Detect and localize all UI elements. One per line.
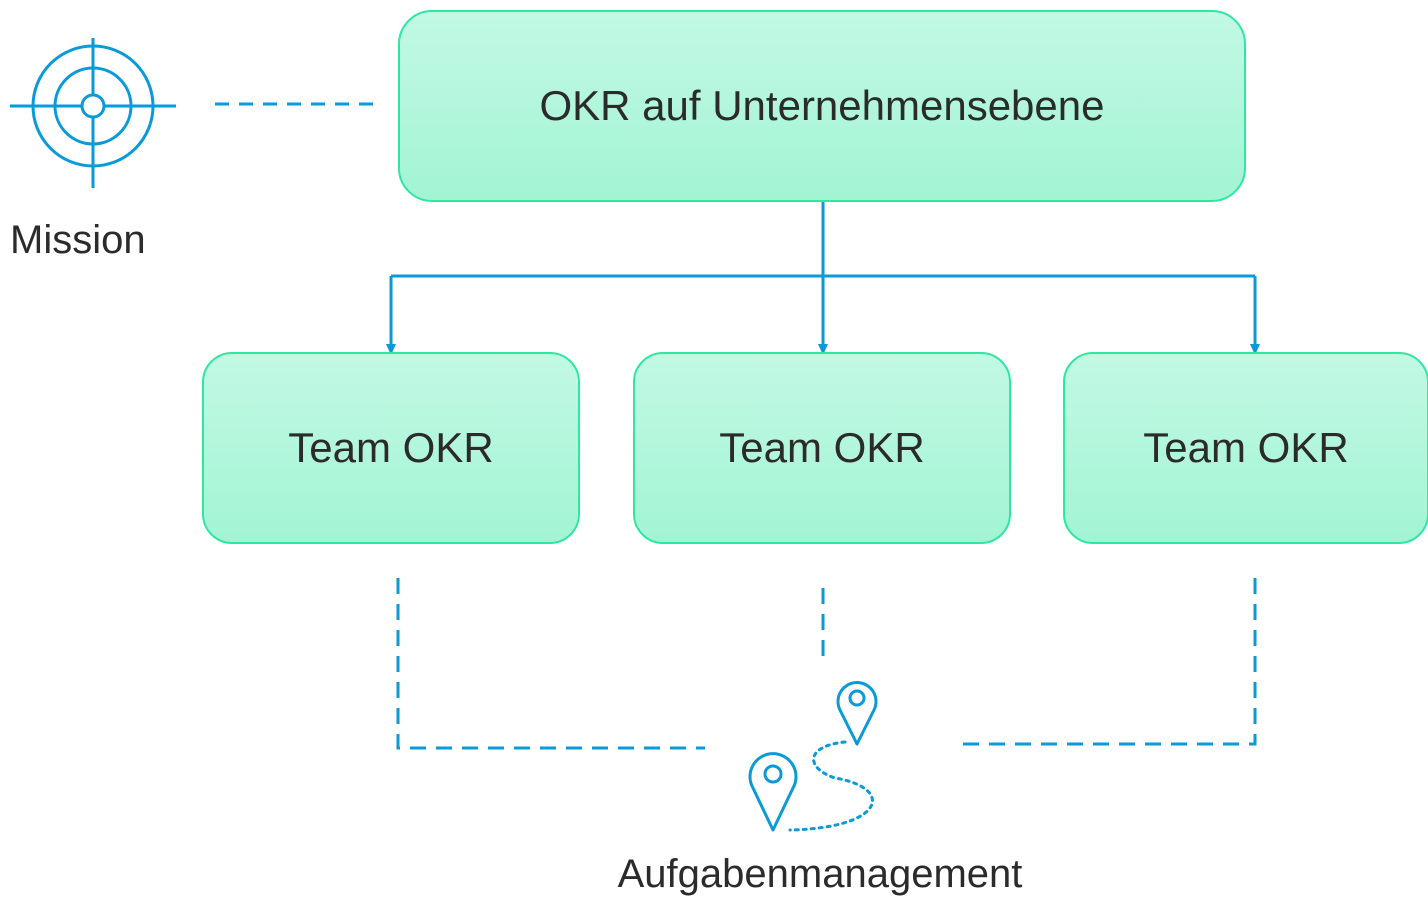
route-pins-icon	[745, 678, 890, 838]
team-okr-label: Team OKR	[288, 424, 494, 471]
team-3-task-link-dashed	[962, 578, 1257, 746]
company-okr-node: OKR auf Unternehmensebene	[398, 10, 1246, 202]
team-okr-node: Team OKR	[1063, 352, 1428, 544]
team-1-task-link-dashed	[396, 578, 705, 750]
team-okr-node: Team OKR	[202, 352, 580, 544]
team-okr-label: Team OKR	[719, 424, 925, 471]
task-management-label: Aufgabenmanagement	[617, 852, 1023, 896]
team-okr-label: Team OKR	[1143, 424, 1349, 471]
company-okr-label: OKR auf Unternehmensebene	[539, 82, 1105, 129]
mission-label: Mission	[10, 218, 146, 262]
team-okr-node: Team OKR	[633, 352, 1011, 544]
target-crosshair-icon	[10, 38, 176, 188]
